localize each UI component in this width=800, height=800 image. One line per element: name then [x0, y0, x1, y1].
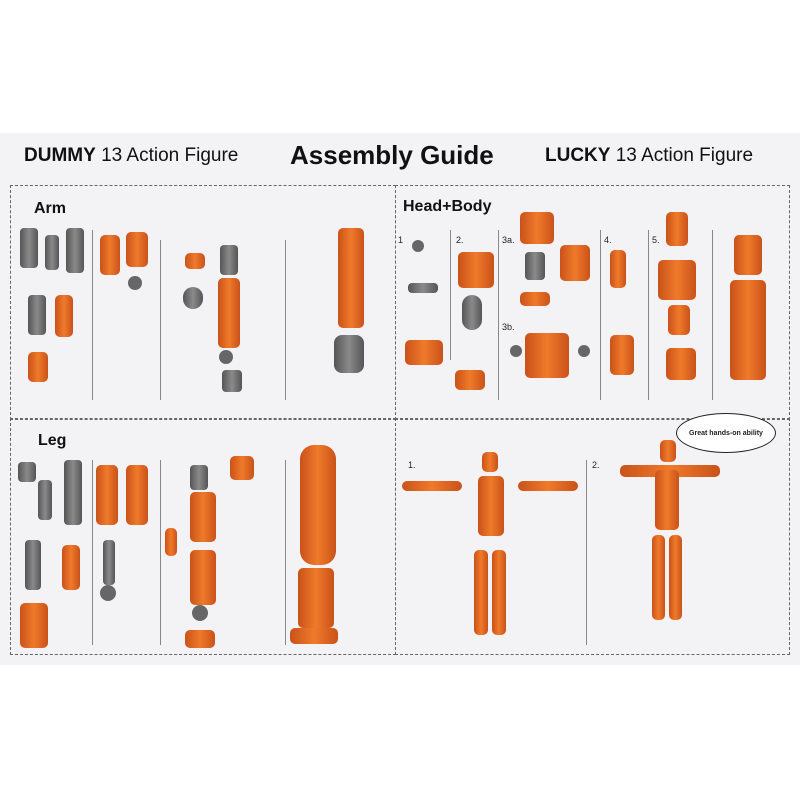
figure-part — [45, 235, 59, 270]
divider — [92, 460, 93, 645]
ball-joint-part — [412, 240, 424, 252]
figure-part — [458, 252, 494, 288]
divider — [92, 230, 93, 400]
speech-bubble: Great hands-on ability — [676, 413, 776, 453]
figure-part — [300, 445, 336, 565]
figure-part — [402, 481, 462, 491]
ball-joint-part — [510, 345, 522, 357]
step-number: 2. — [456, 235, 464, 245]
figure-part — [462, 295, 482, 330]
figure-part — [38, 480, 52, 520]
dummy-label: DUMMY 13 Action Figure — [24, 145, 239, 166]
figure-part — [492, 550, 506, 635]
figure-part — [668, 305, 690, 335]
figure-part — [666, 348, 696, 380]
divider — [160, 460, 161, 645]
figure-part — [666, 212, 688, 246]
figure-part — [66, 228, 84, 273]
divider — [498, 230, 499, 400]
figure-part — [520, 292, 550, 306]
ball-joint-part — [128, 276, 142, 290]
figure-part — [408, 283, 438, 293]
ball-joint-part — [578, 345, 590, 357]
figure-part — [482, 452, 498, 472]
figure-part — [103, 540, 115, 585]
divider — [160, 240, 161, 400]
divider — [285, 460, 286, 645]
step-number: 3a. — [502, 235, 515, 245]
page-title: Assembly Guide — [290, 140, 494, 170]
figure-part — [28, 352, 48, 382]
divider — [600, 230, 601, 400]
figure-part — [610, 250, 626, 288]
figure-part — [28, 295, 46, 335]
figure-part — [730, 280, 766, 380]
step-number: 5. — [652, 235, 660, 245]
figure-part — [478, 476, 504, 536]
figure-part — [652, 535, 665, 620]
step-number: 3b. — [502, 322, 515, 332]
lucky-label: LUCKY 13 Action Figure — [545, 145, 754, 166]
figure-part — [64, 460, 82, 525]
figure-part — [20, 603, 48, 648]
leg-heading: Leg — [38, 432, 67, 449]
arm-heading: Arm — [34, 200, 67, 217]
figure-part — [190, 492, 216, 542]
figure-part — [658, 260, 696, 300]
divider — [586, 460, 587, 645]
figure-part — [610, 335, 634, 375]
figure-part — [25, 540, 41, 590]
step-number: 4. — [604, 235, 612, 245]
figure-part — [165, 528, 177, 556]
figure-part — [474, 550, 488, 635]
divider — [648, 230, 649, 400]
figure-part — [518, 481, 578, 491]
figure-part — [96, 465, 118, 525]
figure-part — [183, 287, 203, 309]
arm-part — [20, 228, 38, 268]
figure-part — [55, 295, 73, 337]
figure-part — [455, 370, 485, 390]
figure-part — [185, 630, 215, 648]
figure-part — [405, 340, 443, 365]
figure-part — [655, 470, 679, 530]
figure-part — [660, 440, 676, 462]
figure-part — [334, 335, 364, 373]
figure-part — [669, 535, 682, 620]
figure-part — [218, 278, 240, 348]
figure-part — [220, 245, 238, 275]
figure-part — [298, 568, 334, 628]
ball-joint-part — [219, 350, 233, 364]
ball-joint-part — [192, 605, 208, 621]
figure-part — [190, 550, 216, 605]
step-number: 1. — [408, 460, 416, 470]
figure-part — [62, 545, 80, 590]
figure-part — [230, 456, 254, 480]
figure-part — [560, 245, 590, 281]
ball-joint-part — [100, 585, 116, 601]
figure-part — [18, 462, 36, 482]
pose-panel — [395, 418, 790, 655]
head-body-panel — [395, 185, 790, 420]
figure-part — [126, 465, 148, 525]
head-body-heading: Head+Body — [403, 198, 492, 215]
figure-part — [525, 333, 569, 378]
divider — [712, 230, 713, 400]
divider — [285, 240, 286, 400]
header: DUMMY 13 Action Figure Assembly Guide LU… — [0, 140, 800, 175]
figure-part — [190, 465, 208, 490]
figure-part — [185, 253, 205, 269]
figure-part — [520, 212, 554, 244]
figure-part — [290, 628, 338, 644]
step-number: 2. — [592, 460, 600, 470]
figure-part — [338, 228, 364, 328]
divider — [450, 230, 451, 360]
step-number: 1 — [398, 235, 404, 245]
figure-part — [525, 252, 545, 280]
figure-part — [126, 232, 148, 267]
figure-part — [100, 235, 120, 275]
figure-part — [734, 235, 762, 275]
figure-part — [222, 370, 242, 392]
